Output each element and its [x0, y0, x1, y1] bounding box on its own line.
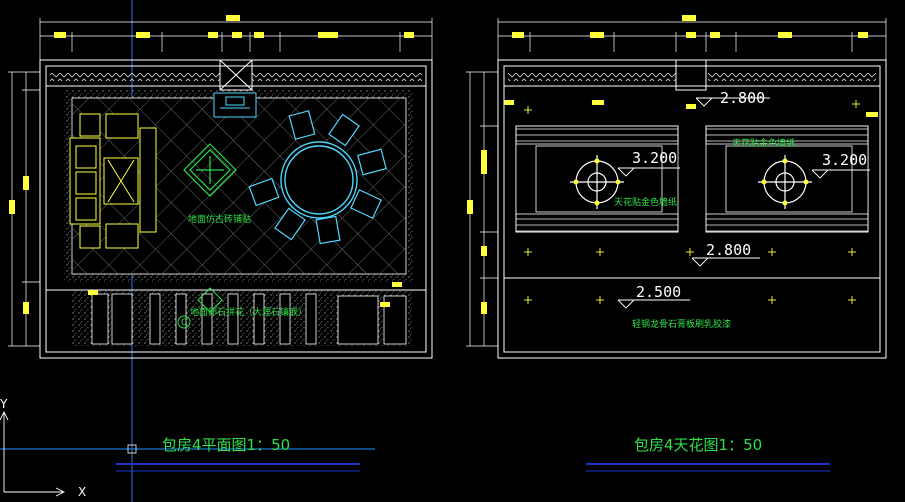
level-2800-top: 2.800 — [720, 89, 765, 107]
x-axis-label: X — [78, 485, 86, 499]
floor-note: 地面仿古砖铺贴 — [188, 213, 251, 225]
y-axis-label: Y — [0, 397, 8, 411]
gypsum-note: 轻钢龙骨石膏板刷乳胶漆 — [632, 318, 731, 330]
stone-pattern-emblem — [177, 287, 223, 329]
ceiling-title: 包房4天花图1：50 — [634, 436, 762, 454]
ceiling-walls — [497, 59, 887, 359]
sofa-set — [69, 113, 157, 249]
ucs-axis-icon: X Y — [0, 397, 86, 499]
gold-foil-note: 天花贴金色墙纸 — [614, 196, 677, 208]
level-2500: 2.500 — [636, 283, 681, 301]
plan-curtain-left — [50, 73, 220, 81]
dining-chairs — [248, 110, 387, 245]
note-symbol: C — [181, 318, 187, 328]
plan-dimensions-top — [39, 18, 433, 60]
downlights — [524, 100, 860, 304]
level-3200-right: 3.200 — [822, 151, 867, 169]
plan-title: 包房4平面图1：50 — [162, 436, 290, 454]
stone-note: 地面卵石拼花（大理石镶嵌） — [190, 306, 307, 318]
ceiling-curtain-left — [508, 73, 676, 81]
plan-tag-markers — [88, 282, 402, 307]
floor-pattern-emblem — [183, 143, 237, 197]
plan-lower-panels — [91, 293, 407, 345]
chandelier-right-lamps — [761, 158, 809, 206]
chandelier-left-lamps — [573, 158, 621, 206]
level-2800-mid: 2.800 — [706, 241, 751, 259]
tv-cabinet — [213, 92, 257, 118]
ceiling-dimensions-top — [497, 18, 887, 60]
ceiling-dimension-tags-left — [467, 150, 487, 314]
plan-curtain-right — [252, 73, 422, 81]
level-3200-left: 3.200 — [632, 149, 677, 167]
floor-plan: 地面仿古砖铺贴 C 地面卵石拼花（大理石镶嵌） — [8, 15, 433, 359]
plan-dimension-tags — [54, 15, 414, 38]
ceiling-plan: 2.800 3.200 3.200 2.800 2.500 天花贴金色墙纸 天花… — [466, 15, 887, 359]
round-dining-table — [280, 141, 358, 219]
gold-foil-note-right: 天花贴金色墙纸 — [732, 137, 795, 149]
plan-dimension-tags-left — [9, 176, 29, 314]
ceiling-curtain-right — [708, 73, 876, 81]
level-markers — [617, 97, 870, 309]
ceiling-coffer-right — [705, 125, 869, 233]
ceiling-dimension-tags — [504, 15, 878, 117]
